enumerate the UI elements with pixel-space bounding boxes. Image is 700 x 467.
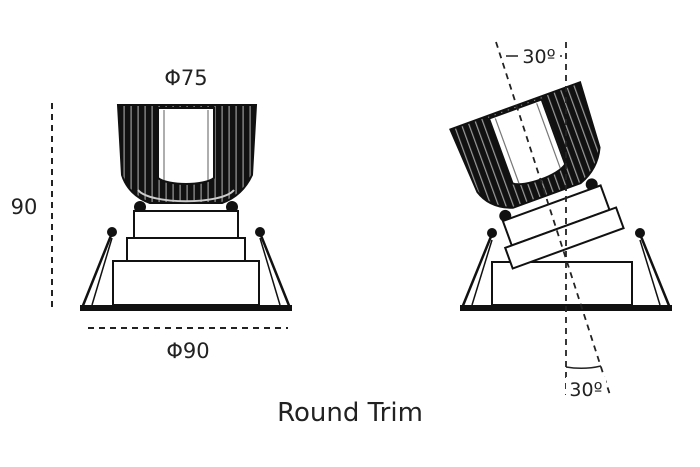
- spring-clip-left-tilted: [460, 233, 494, 309]
- heat-sink-front: [116, 104, 258, 213]
- bottom-angle-arc: [565, 365, 602, 370]
- height-label: 90: [11, 195, 38, 219]
- neck-lower: [126, 237, 246, 262]
- tilted-view: 30º 30º: [449, 41, 672, 401]
- spring-clip-right: [258, 232, 292, 309]
- front-view: Φ75 90 Φ90: [11, 66, 292, 363]
- caption: Round Trim: [277, 398, 423, 428]
- lamp-body-tilted: [449, 80, 625, 270]
- top-angle-label: 30º: [522, 46, 555, 68]
- base-plate: [80, 305, 292, 311]
- neck-upper: [133, 210, 239, 239]
- bottom-angle-label: 30º: [569, 379, 602, 401]
- spring-clip-left: [80, 232, 114, 309]
- trim-ring: [112, 260, 260, 306]
- top-diameter-label: Φ75: [164, 66, 207, 90]
- tilted-axis-line: [495, 41, 611, 396]
- spring-clip-right-tilted: [638, 233, 672, 309]
- bottom-diameter-label: Φ90: [166, 339, 209, 363]
